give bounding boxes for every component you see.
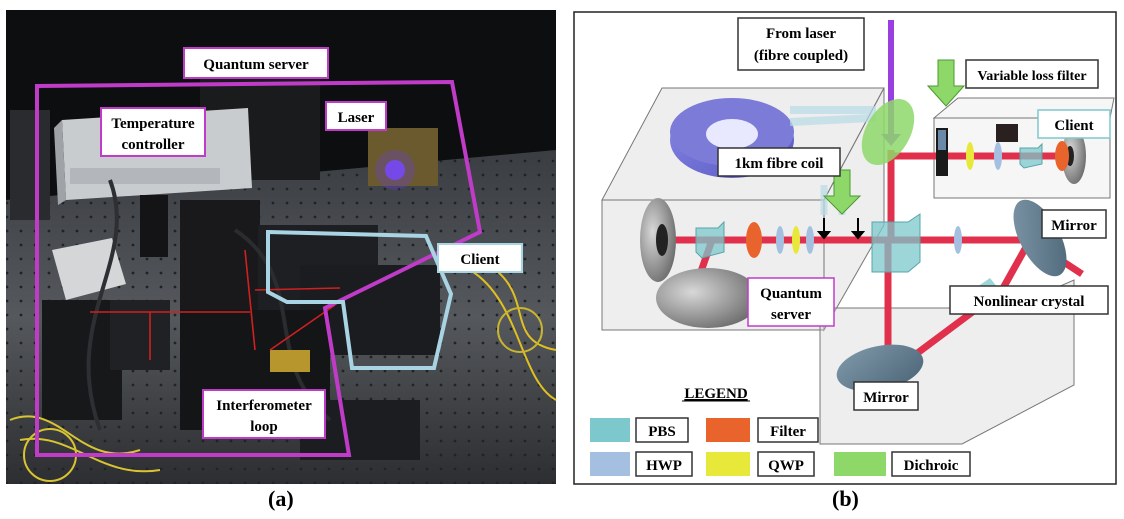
- legend-label-filter: Filter: [770, 424, 806, 440]
- filter-main: [746, 222, 762, 258]
- svg-text:Client: Client: [460, 252, 499, 268]
- legend-swatch-hwp: [590, 452, 630, 476]
- schematic-diagram: From laser (fibre coupled) Variable loss…: [573, 11, 1117, 485]
- label-fibre-coil: 1km fibre coil: [717, 147, 841, 177]
- label-from-laser: From laser (fibre coupled): [737, 17, 865, 71]
- label-client-b: Client: [1037, 109, 1111, 139]
- panel-b-schematic: From laser (fibre coupled) Variable loss…: [562, 0, 1124, 514]
- pbs-cubes: [695, 142, 1043, 273]
- svg-text:Quantum: Quantum: [760, 286, 822, 302]
- label-client-a: Client: [437, 243, 523, 273]
- svg-text:Client: Client: [1054, 118, 1093, 134]
- label-quantum-server-a: Quantum server: [183, 47, 329, 79]
- label-variable-loss-filter: Variable loss filter: [965, 59, 1099, 89]
- legend: LEGEND PBS Filter HWP QWP Dichroic: [590, 386, 971, 477]
- legend-label-qwp: QWP: [768, 458, 804, 474]
- svg-text:Temperature: Temperature: [111, 116, 195, 132]
- svg-text:Mirror: Mirror: [863, 390, 909, 406]
- svg-text:Interferometer: Interferometer: [216, 398, 312, 414]
- panel-a-photo: Quantum server Laser Temperature control…: [0, 0, 562, 514]
- quantum-server-outline: [35, 79, 483, 457]
- legend-label-pbs: PBS: [648, 424, 676, 440]
- svg-text:(fibre coupled): (fibre coupled): [754, 48, 848, 64]
- legend-swatch-pbs: [590, 418, 630, 442]
- green-arrows: [822, 59, 966, 215]
- svg-text:Mirror: Mirror: [1051, 218, 1097, 234]
- client-outline-photo: [266, 229, 454, 370]
- legend-label-hwp: HWP: [646, 458, 682, 474]
- svg-text:Nonlinear crystal: Nonlinear crystal: [974, 294, 1085, 310]
- svg-text:server: server: [771, 307, 811, 323]
- laser-housing: [368, 128, 438, 186]
- svg-text:Laser: Laser: [338, 110, 375, 126]
- label-laser-a: Laser: [325, 101, 387, 131]
- svg-text:Variable loss filter: Variable loss filter: [977, 69, 1086, 84]
- filter-client: [1055, 141, 1069, 171]
- label-interferometer-loop-a: Interferometer loop: [202, 389, 326, 439]
- legend-title: LEGEND: [684, 386, 748, 402]
- mirror-bottom: [836, 344, 924, 392]
- dichroic-mirror: [861, 98, 915, 166]
- caption-a: (a): [268, 486, 294, 511]
- label-mirror-bottom: Mirror: [853, 381, 919, 411]
- label-quantum-server-b: Quantum server: [747, 277, 835, 327]
- svg-text:1km fibre coil: 1km fibre coil: [735, 156, 824, 172]
- legend-swatch-qwp: [706, 452, 750, 476]
- beam-paths-photo: [90, 249, 341, 360]
- legend-swatch-dichroic: [834, 452, 886, 476]
- caption-b: (b): [832, 486, 859, 511]
- legend-label-dichroic: Dichroic: [904, 458, 959, 474]
- lab-photo: Quantum server Laser Temperature control…: [6, 10, 557, 484]
- svg-text:From laser: From laser: [766, 26, 836, 42]
- label-mirror-right: Mirror: [1041, 209, 1107, 239]
- legend-swatch-filter: [706, 418, 750, 442]
- label-nonlinear-crystal: Nonlinear crystal: [949, 285, 1109, 315]
- svg-text:loop: loop: [250, 419, 278, 435]
- svg-text:controller: controller: [121, 137, 184, 153]
- detector-bottom: [656, 268, 760, 328]
- label-temperature-controller-a: Temperature controller: [100, 107, 206, 157]
- mirror-right: [1013, 199, 1067, 277]
- svg-text:Quantum server: Quantum server: [203, 57, 309, 73]
